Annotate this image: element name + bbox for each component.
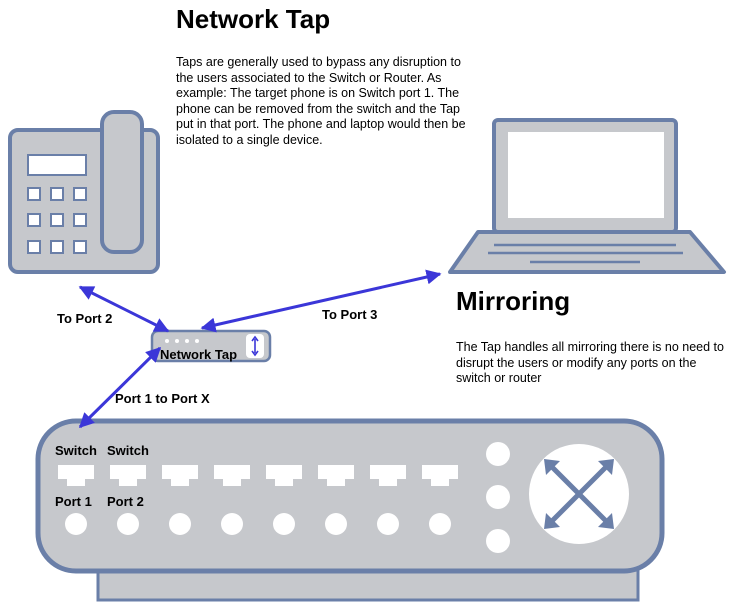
label-port-2: Port 2 [107,494,144,509]
label-to-port-2: To Port 2 [57,311,113,326]
connection-arrows [78,269,442,429]
description-text: Taps are generally used to bypass any di… [176,55,466,147]
mirroring-title: Mirroring [456,286,571,316]
arrow-tap-to-laptop [200,269,442,333]
switch-ports [58,465,458,486]
router-cross-arrows-icon [529,444,629,544]
port-leds [65,442,510,553]
label-network-tap: Network Tap [160,347,238,362]
label-switch-1: Switch [55,443,97,458]
switch-router-icon [35,418,665,602]
mirroring-text: The Tap handles all mirroring there is n… [456,340,724,386]
label-switch-2: Switch [107,443,149,458]
page-title: Network Tap [176,4,331,34]
label-to-port-3: To Port 3 [322,307,378,322]
arrow-tap-to-switch [78,346,162,429]
label-port-1: Port 1 [55,494,92,509]
laptop-icon [448,118,726,274]
arrow-tap-to-phone [78,285,170,333]
desk-phone-icon [8,110,160,274]
label-port1-to-portx: Port 1 to Port X [115,391,210,406]
network-tap-icon [150,329,272,363]
